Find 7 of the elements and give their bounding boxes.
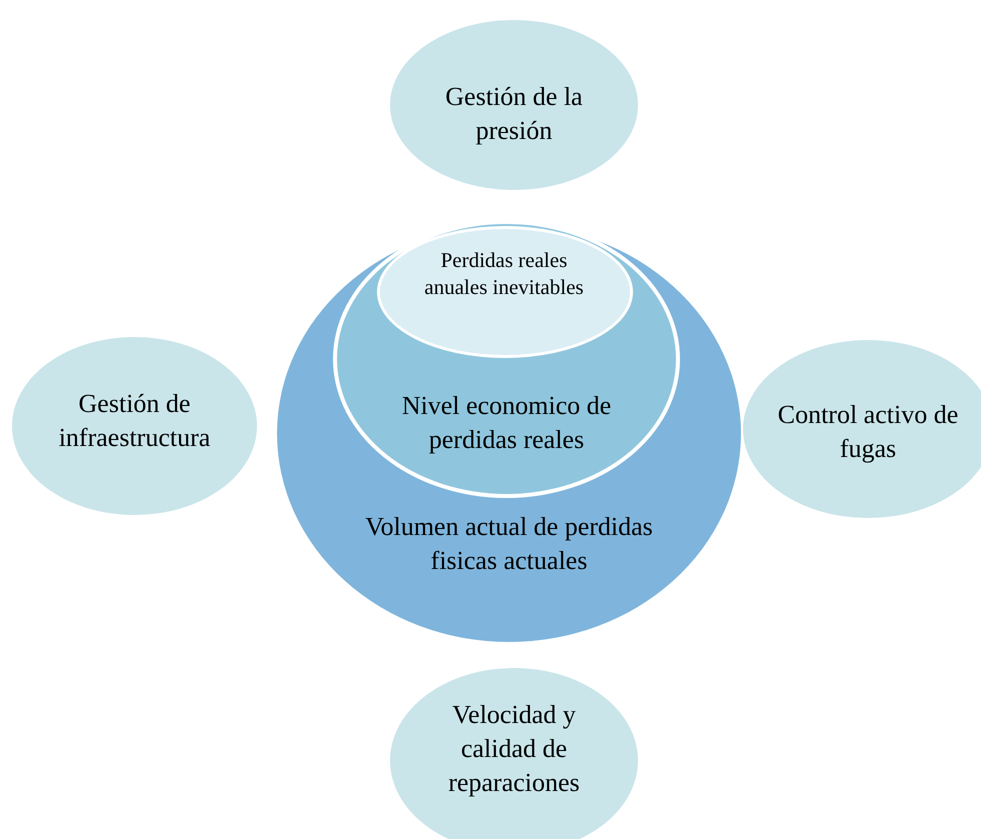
node-label: Volumen actual de perdidas fisicas actuales xyxy=(364,511,654,577)
node-label: Control activo de fugas xyxy=(776,399,960,465)
node-label: Velocidad y calidad de reparaciones xyxy=(447,699,581,799)
node-label: Gestión de la presión xyxy=(444,81,584,147)
node-label: Perdidas reales anuales inevitables xyxy=(423,247,585,302)
node-label: Nivel economico de perdidas reales xyxy=(400,390,612,456)
node-label: Gestión de infraestructura xyxy=(58,388,212,454)
